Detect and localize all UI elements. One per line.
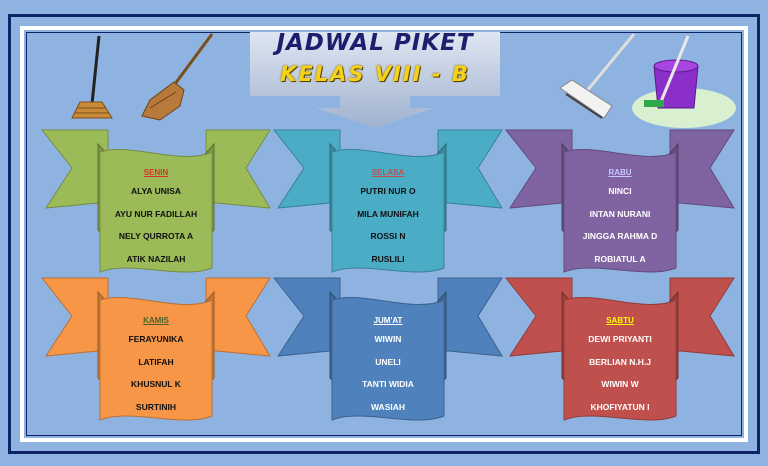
ribbon-left-tail (504, 129, 573, 209)
student-name: BERLIAN N.H.J (589, 356, 651, 367)
outer-frame (8, 14, 760, 454)
ribbon-left-tail (40, 129, 109, 209)
student-name: MILA MUNIFAH (357, 208, 419, 219)
page-title: JADWAL PIKET (276, 30, 474, 56)
ribbon-senin (40, 129, 271, 273)
down-arrow-icon (250, 32, 500, 128)
student-name: INTAN NURANI (589, 208, 651, 219)
ribbon-center-banner (331, 297, 445, 421)
ribbons (40, 129, 735, 421)
ribbon-center-banner (99, 149, 213, 273)
student-name: KHUSNUL K (131, 379, 181, 389)
student-name: NINCI (608, 186, 632, 196)
student-name: ROBIATUL A (594, 253, 646, 264)
ribbon-kamis (40, 277, 271, 421)
page-subtitle: KELAS VIII - B (280, 62, 470, 86)
ribbon-center-banner (331, 149, 445, 273)
student-name: NELY QURROTA A (118, 231, 194, 241)
student-name: LATIFAH (138, 356, 174, 367)
day-card: KAMIS FERAYUNIKA LATIFAH KHUSNUL K SURTINIH (100, 316, 212, 424)
student-name: WASIAH (371, 401, 405, 412)
student-name: ATIK NAZILAH (126, 253, 186, 264)
day-label: RABU (608, 168, 632, 177)
student-name: AYU NUR FADILLAH (114, 208, 198, 219)
student-name: ALYA UNISA (130, 186, 182, 196)
student-name: ROSSI N (370, 231, 406, 241)
student-name: TANTI WIDIA (362, 379, 414, 389)
student-name: JINGGA RAHMA D (582, 231, 658, 241)
ribbon-center-banner (99, 297, 213, 421)
ribbon-selasa (272, 129, 503, 273)
ribbon-right-tail (205, 129, 271, 209)
ribbon-right-tail (437, 129, 503, 209)
ribbon-left-tail (504, 277, 573, 357)
ribbon-center-banner (563, 297, 677, 421)
ribbon-center-banner (563, 149, 677, 273)
day-label: SABTU (606, 316, 634, 325)
ribbon-right-tail (437, 277, 503, 357)
ribbon-left-tail (272, 129, 341, 209)
ribbon-left-tail (272, 277, 341, 357)
broom-icon (141, 33, 214, 121)
student-name: WIWIN W (601, 379, 639, 389)
student-name: WIWIN (374, 334, 402, 344)
ribbon-jumat (272, 277, 503, 421)
student-name: SURTINIH (135, 401, 177, 412)
day-card: SABTU DEWI PRIYANTI BERLIAN N.H.J WIWIN W KH… (564, 316, 676, 424)
ribbon-right-tail (205, 277, 271, 357)
day-card: RABU NINCI INTAN NURANI JINGGA RAHMA D ROBIA… (564, 168, 676, 276)
ribbon-right-tail (669, 277, 735, 357)
student-name: DEWI PRIYANTI (588, 334, 652, 344)
ribbon-right-tail (669, 129, 735, 209)
student-name: RUSLILI (371, 253, 405, 264)
ribbon-rabu (504, 129, 735, 273)
day-card: JUM'AT WIWIN UNELI TANTI WIDIA WASIAH (332, 316, 444, 424)
day-label: SENIN (143, 168, 169, 177)
ribbon-sabtu (504, 277, 735, 421)
inner-frame (20, 26, 748, 442)
day-label: JUM'AT (373, 316, 403, 325)
student-name: FERAYUNIKA (128, 334, 184, 344)
student-name: UNELI (375, 356, 401, 367)
ribbon-left-tail (40, 277, 109, 357)
day-label: SELASA (371, 168, 405, 177)
day-label: KAMIS (143, 316, 169, 325)
day-card: SELASA PUTRI NUR O MILA MUNIFAH ROSSI N RUSL… (332, 168, 444, 276)
bucket-mop-icon (632, 35, 736, 128)
push-broom-icon (559, 33, 636, 119)
student-name: KHOFIYATUN I (590, 401, 650, 412)
mop-icon (71, 35, 113, 119)
student-name: PUTRI NUR O (360, 186, 416, 196)
day-card: SENIN ALYA UNISA AYU NUR FADILLAH NELY QURR… (100, 168, 212, 276)
